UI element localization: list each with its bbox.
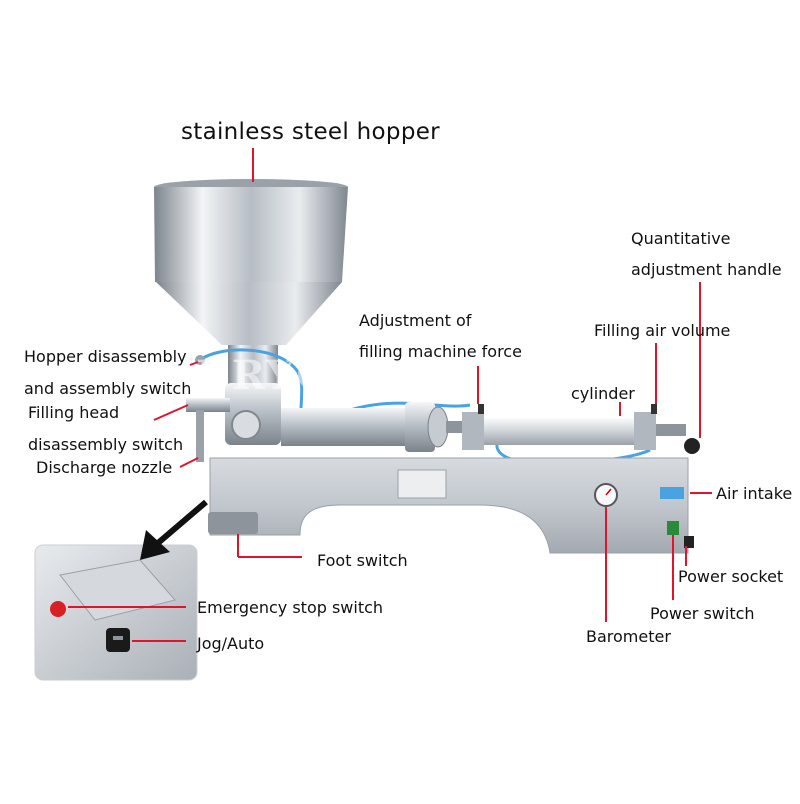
label-power-switch: Power switch [650,604,755,623]
cylinder-cap-right [634,412,656,450]
label-handle-line1: Quantitative [631,229,731,248]
label-force-line1: Adjustment of [359,311,472,330]
air-intake-fitting [660,487,684,499]
valve-clamp [231,410,261,440]
force-adjust-screw [478,404,484,414]
base-body [209,457,689,554]
hopper-body [154,187,348,282]
filling-head [186,398,230,412]
pipe-a [199,348,304,441]
label-filling-head-line2: disassembly switch [28,435,184,454]
leader-discharge [179,457,199,468]
power-switch-rocker [667,521,679,535]
label-power-socket: Power socket [678,567,784,586]
label-cylinder: cylinder [571,384,635,403]
discharge-nozzle [196,410,204,462]
foot-switch-pedal [208,512,258,534]
label-hopper-switch-line1: Hopper disassembly [24,347,187,366]
air-volume-screw [651,404,657,414]
arrow-head [140,530,170,560]
cylinder-cap-left [462,412,484,450]
inset-closeup [34,544,198,681]
label-handle-line2: adjustment handle [631,260,782,279]
inset-pointer-arrow [140,499,208,560]
label-discharge-nozzle: Discharge nozzle [36,458,173,477]
label-foot-switch: Foot switch [317,551,408,570]
air-cylinder [462,404,700,454]
piston-rod [446,421,464,433]
adjustment-handle-knob [684,438,700,454]
label-force-line2: filling machine force [359,342,522,361]
label-emergency-stop: Emergency stop switch [197,598,384,617]
tube-end [427,406,449,448]
filling-head-assembly [186,355,281,462]
leader-hopper-switch [189,361,199,366]
nameplate [397,469,447,499]
inset-bracket [59,559,176,621]
label-filling-head-line1: Filling head [28,403,120,422]
power-socket-port [684,536,694,548]
handle-shaft [656,424,686,436]
emergency-stop-button [50,601,66,617]
material-cylinder [281,402,464,452]
tube-collar [405,402,435,452]
label-jog-auto: Jog/Auto [197,634,265,653]
hopper [154,179,348,385]
cylinder-barrel [484,417,634,445]
label-hopper-switch-line2: and assembly switch [24,379,192,398]
label-filling-air-volume: Filling air volume [594,321,731,340]
hopper-cone [156,282,342,345]
label-hopper: stainless steel hopper [181,119,440,145]
watermark: BRYOBP [196,352,402,399]
selector-key [113,636,123,640]
arrow-shaft [156,499,208,546]
base-frame [208,457,694,554]
label-air-intake: Air intake [716,484,793,503]
leader-filling-head [153,404,189,421]
label-barometer: Barometer [586,627,671,646]
leader-lines [68,148,712,642]
gauge-needle [605,488,612,496]
